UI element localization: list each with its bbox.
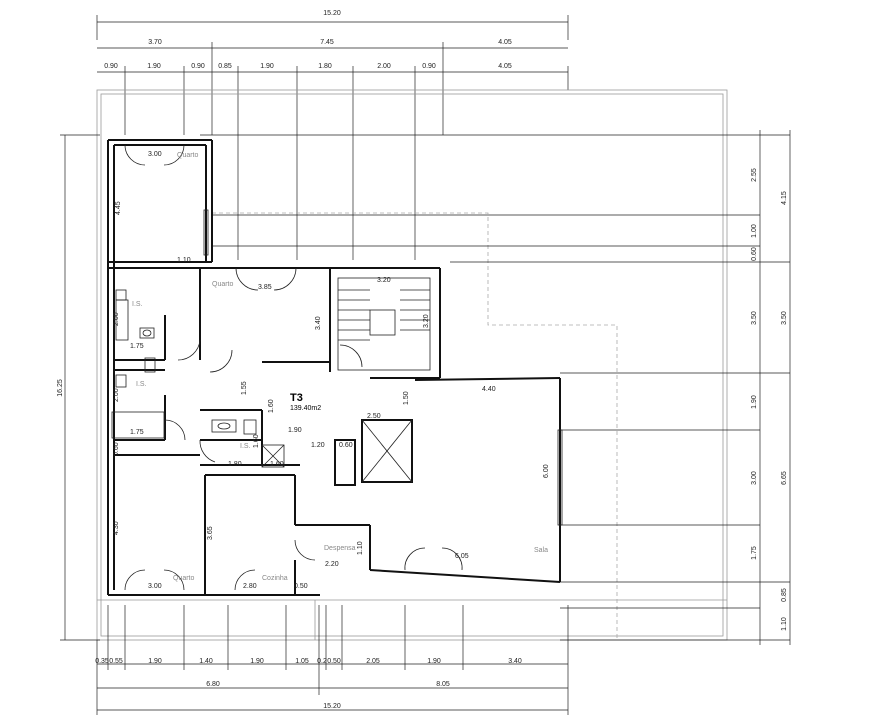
bottom-dimensions: 0.35 0.55 1.90 1.40 1.90 1.05 0.2 0.50 2… (95, 605, 569, 715)
unit-area: 139.40m2 (290, 405, 321, 412)
right-inner-a: 2.55 (751, 168, 758, 182)
dim-kit-h: 3.65 (207, 526, 214, 540)
top-row3-d: 0.85 (218, 63, 232, 70)
right-inner-h: 0.85 (781, 588, 788, 602)
dim-corr-c: 1.60 (253, 434, 260, 448)
top-row2-b: 7.45 (320, 39, 334, 46)
apartment-walls (107, 139, 561, 596)
right-inner-e: 1.90 (751, 395, 758, 409)
bot-total: 15.20 (323, 703, 341, 710)
dim-quarto-top-h: 4.45 (115, 201, 122, 215)
room-quarto-mid: Quarto (212, 281, 234, 288)
dim-sala-w2: 6.05 (455, 553, 469, 560)
top-row3-g: 2.00 (377, 63, 391, 70)
doors (124, 144, 563, 591)
top-dimensions: 15.20 3.70 7.45 4.05 0.90 1.90 0.90 0.85… (96, 10, 569, 260)
dim-cozinha-w: 2.80 (243, 583, 257, 590)
staircase (337, 277, 431, 371)
room-labels: Quarto Quarto Quarto I.S. I.S. I.S. Desp… (132, 152, 548, 582)
dim-corr-a: 1.55 (241, 381, 248, 395)
bot-row1-k: 3.40 (508, 658, 522, 665)
bathroom-fixtures (111, 289, 285, 468)
room-cozinha: Cozinha (262, 575, 288, 582)
right-outer-a: 4.15 (781, 191, 788, 205)
top-row3-c: 0.90 (191, 63, 205, 70)
dim-is1-w: 1.75 (130, 343, 144, 350)
left-dimension: 16.25 (57, 134, 100, 641)
bot-row1-h: 0.50 (327, 658, 341, 665)
left-total: 16.25 (57, 379, 64, 397)
bot-row1-d: 1.40 (199, 658, 213, 665)
dim-quarto-mid-h: 3.40 (315, 316, 322, 330)
dim-lift-b: 1.50 (403, 391, 410, 405)
dim-closet-top: 1.10 (177, 257, 191, 264)
dim-quarto-mid-w: 3.85 (258, 284, 272, 291)
room-is-3: I.S. (240, 443, 251, 450)
right-outer-b: 3.50 (781, 311, 788, 325)
dim-corr-d: 1.90 (288, 427, 302, 434)
right-dimensions: 2.55 1.00 0.60 3.50 1.90 3.00 1.75 0.85 … (751, 168, 788, 631)
bot-row1-b: 0.55 (109, 658, 123, 665)
room-despensa: Despensa (324, 545, 356, 552)
dim-desp-w: 2.20 (325, 561, 339, 568)
bot-row1-e: 1.90 (250, 658, 264, 665)
top-row3-f: 1.80 (318, 63, 332, 70)
top-row3-e: 1.90 (260, 63, 274, 70)
right-extension-lines (200, 130, 791, 645)
dim-stair-h: 3.20 (423, 314, 430, 328)
room-sala: Sala (534, 547, 548, 554)
building-outline (96, 89, 728, 641)
right-inner-f: 3.00 (751, 471, 758, 485)
dim-sala-w: 4.40 (482, 386, 496, 393)
right-inner-i: 1.10 (781, 617, 788, 631)
top-row3-b: 1.90 (147, 63, 161, 70)
room-quarto-bottom: Quarto (173, 575, 195, 582)
dim-kit-a: 1.80 (228, 461, 242, 468)
dim-is2-w: 1.75 (130, 429, 144, 436)
room-is-1: I.S. (132, 301, 143, 308)
bot-row1-a: 0.35 (95, 658, 109, 665)
dim-corr-b: 1.60 (268, 399, 275, 413)
unit-name: T3 (290, 392, 303, 404)
dim-cozinha-b: 0.50 (294, 583, 308, 590)
top-row2-a: 3.70 (148, 39, 162, 46)
right-inner-b: 1.00 (751, 224, 758, 238)
dim-quarto-bot-h: 4.30 (113, 521, 120, 535)
dim-is1-h: 2.00 (113, 312, 120, 326)
room-is-2: I.S. (136, 381, 147, 388)
top-row3-i: 4.05 (498, 63, 512, 70)
top-total: 15.20 (323, 10, 341, 17)
dim-lift-d: 0.60 (339, 442, 353, 449)
bot-row2-a: 6.80 (206, 681, 220, 688)
dim-is2-h: 2.00 (113, 388, 120, 402)
top-row3-h: 0.90 (422, 63, 436, 70)
top-row2-c: 4.05 (498, 39, 512, 46)
right-inner-c: 0.60 (751, 247, 758, 261)
bot-row2-b: 8.05 (436, 681, 450, 688)
dim-kit-b: 1.60 (270, 461, 284, 468)
dim-lift-a: 2.50 (367, 413, 381, 420)
right-inner-g: 1.75 (751, 546, 758, 560)
dim-desp-h: 1.10 (357, 541, 364, 555)
right-outer-c: 6.65 (781, 471, 788, 485)
bot-row1-g: 0.2 (317, 658, 327, 665)
right-inner-d: 3.50 (751, 311, 758, 325)
dim-quarto-bot-w: 3.00 (148, 583, 162, 590)
dim-quarto-top-w: 3.00 (148, 151, 162, 158)
bot-row1-i: 2.05 (366, 658, 380, 665)
room-quarto-top: Quarto (177, 152, 199, 159)
dim-sala-h: 6.00 (543, 464, 550, 478)
interior-dimensions: 3.00 4.45 1.10 3.85 3.40 3.20 3.20 2.00 … (113, 151, 550, 590)
dim-lift-c: 1.20 (311, 442, 325, 449)
top-row3-a: 0.90 (104, 63, 118, 70)
dim-stair-w: 3.20 (377, 277, 391, 284)
dim-closet-mid: 0.60 (113, 442, 120, 456)
bot-row1-f: 1.05 (295, 658, 309, 665)
bot-row1-j: 1.90 (427, 658, 441, 665)
bot-row1-c: 1.90 (148, 658, 162, 665)
